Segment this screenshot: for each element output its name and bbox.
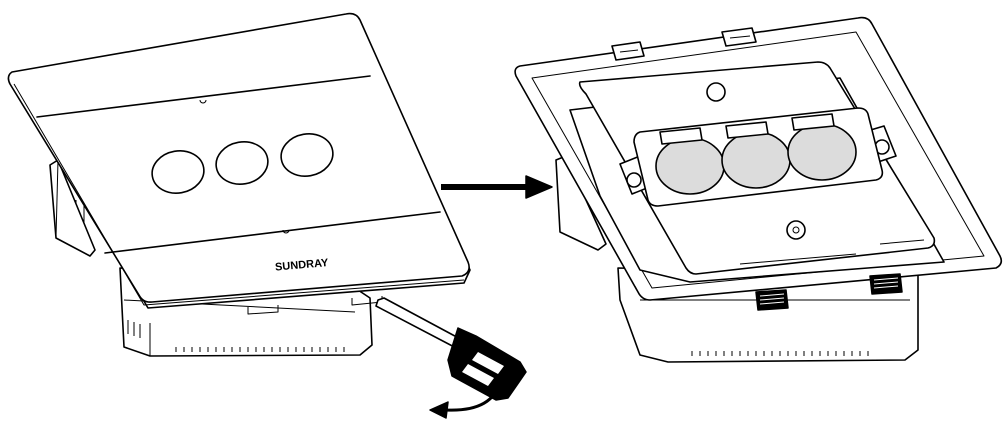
brand-logo-text: SUNDRAY: [275, 257, 330, 274]
touch-button-2: [215, 141, 269, 185]
mechanism-contact-1: [655, 137, 725, 195]
mechanism-contact-3: [787, 123, 857, 181]
bottom-clip-right-right-view: [869, 273, 903, 295]
button-mechanism: [633, 107, 884, 207]
switch-disassembled: [514, 16, 1003, 363]
panel-top-seam: [36, 75, 371, 118]
bottom-clip-left-right-view: [755, 289, 789, 311]
screw-tab-left: [626, 172, 642, 188]
vent-slots-bottom: [175, 347, 345, 352]
touch-button-3: [280, 133, 334, 177]
switch-assembled: SUNDRAY: [7, 12, 527, 419]
plate-screw-hole-top: [706, 82, 726, 102]
panel-bottom-seam: [104, 211, 441, 254]
touch-button-1: [151, 150, 205, 194]
bottom-clips: [739, 239, 925, 311]
screwdriver-icon: [375, 297, 527, 401]
bottom-clip-left: [247, 305, 279, 315]
direction-arrow-icon: [441, 175, 553, 199]
plate-screw-hole-bottom: [786, 220, 806, 240]
touch-buttons: [151, 133, 334, 194]
screwdriver-shaft: [375, 297, 467, 351]
rotate-arrow-icon: [429, 381, 502, 419]
mechanism-contact-2: [721, 131, 791, 189]
